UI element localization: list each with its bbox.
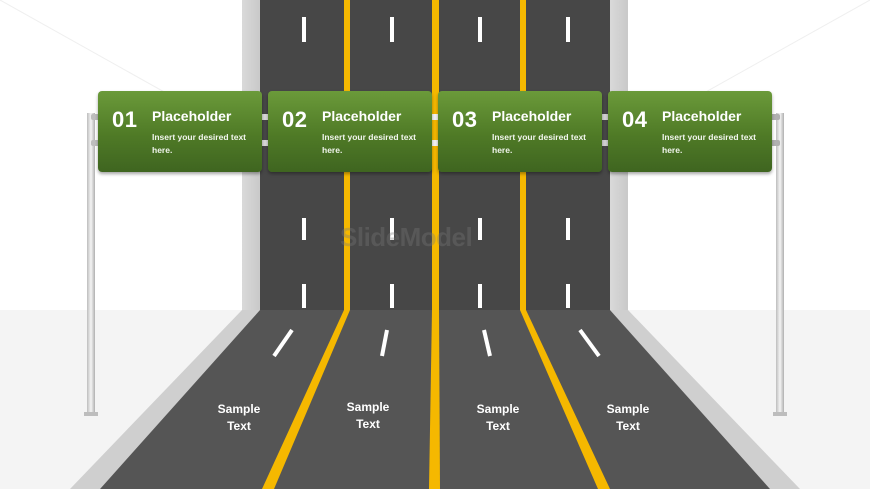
- watermark: SlideModel: [340, 222, 472, 253]
- lane-dash: [390, 17, 394, 42]
- lane-dash: [566, 17, 570, 42]
- sign-01: 01 Placeholder Insert your desired text …: [98, 91, 262, 172]
- lane-text-line2: Text: [323, 416, 413, 433]
- lane-text-line2: Text: [453, 418, 543, 435]
- sign-description: Insert your desired text here.: [152, 131, 256, 157]
- lane-dash: [478, 17, 482, 42]
- lane-text-2: Sample Text: [323, 399, 413, 433]
- sign-04: 04 Placeholder Insert your desired text …: [608, 91, 772, 172]
- lane-dash: [302, 218, 306, 240]
- lane-dash: [302, 17, 306, 42]
- sign-description: Insert your desired text here.: [322, 131, 426, 157]
- lane-text-line1: Sample: [323, 399, 413, 416]
- sign-description: Insert your desired text here.: [662, 131, 766, 157]
- right-pole: [776, 113, 784, 416]
- sign-title: Placeholder: [662, 108, 741, 124]
- sign-number: 02: [282, 107, 307, 133]
- sign-03: 03 Placeholder Insert your desired text …: [438, 91, 602, 172]
- lane-text-4: Sample Text: [583, 401, 673, 435]
- sign-number: 03: [452, 107, 477, 133]
- sign-02: 02 Placeholder Insert your desired text …: [268, 91, 432, 172]
- right-pole-base: [773, 412, 787, 416]
- lane-text-1: Sample Text: [194, 401, 284, 435]
- lane-text-line2: Text: [194, 418, 284, 435]
- lane-text-3: Sample Text: [453, 401, 543, 435]
- lane-dash: [390, 284, 394, 308]
- lane-dash: [302, 284, 306, 308]
- lane-dash: [566, 218, 570, 240]
- sign-title: Placeholder: [492, 108, 571, 124]
- lane-text-line1: Sample: [583, 401, 673, 418]
- left-pole-base: [84, 412, 98, 416]
- lane-dash: [478, 284, 482, 308]
- sign-description: Insert your desired text here.: [492, 131, 596, 157]
- left-pole: [87, 113, 95, 416]
- lane-text-line1: Sample: [194, 401, 284, 418]
- lane-dash: [566, 284, 570, 308]
- sign-title: Placeholder: [152, 108, 231, 124]
- lane-dash: [478, 218, 482, 240]
- lane-text-line1: Sample: [453, 401, 543, 418]
- sign-number: 04: [622, 107, 647, 133]
- sign-title: Placeholder: [322, 108, 401, 124]
- sign-number: 01: [112, 107, 137, 133]
- lane-text-line2: Text: [583, 418, 673, 435]
